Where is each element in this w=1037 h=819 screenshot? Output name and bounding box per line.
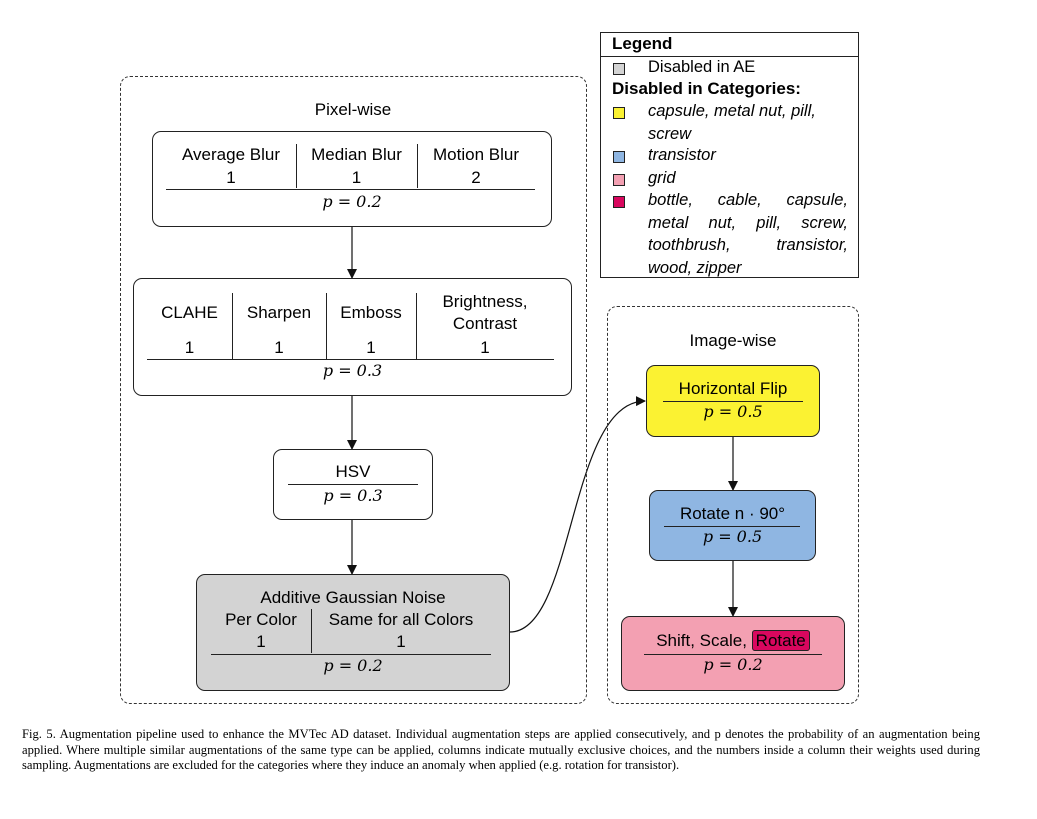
horizontal-flip-box: Horizontal Flip p = 0.5: [646, 365, 820, 437]
legend-divider: [601, 56, 858, 57]
rotate-label: Rotate n · 90°: [679, 504, 786, 523]
motion-blur-label: Motion Blur: [433, 145, 519, 164]
average-blur-weight: 1: [226, 168, 236, 187]
column-divider: [232, 293, 233, 359]
shift-scale-label: Shift, Scale,: [656, 631, 747, 650]
column-divider: [296, 144, 297, 188]
probability-rule: [663, 401, 803, 402]
contrast-label: Contrast: [452, 314, 518, 333]
rotate-probability: p = 0.5: [702, 527, 763, 546]
image-wise-group: [607, 306, 859, 704]
probability-rule: [166, 189, 535, 190]
swatch-magenta: [613, 196, 625, 208]
image-wise-title: Image-wise: [689, 331, 777, 350]
shift-probability: p = 0.2: [703, 655, 763, 674]
legend-yellow-categories: capsule, metal nut, pill, screw: [648, 102, 816, 143]
column-divider: [326, 293, 327, 359]
shift-scale-rotate-box: Shift, Scale, Rotate p = 0.2: [621, 616, 845, 691]
rotate-box: Rotate n · 90° p = 0.5: [649, 490, 816, 561]
probability-rule: [147, 359, 554, 360]
legend-pink-categories: grid: [648, 169, 676, 187]
legend-categories-title: Disabled in Categories:: [612, 79, 801, 98]
legend-title: Legend: [612, 34, 673, 53]
swatch-pink: [613, 174, 625, 186]
figure-caption: Fig. 5. Augmentation pipeline used to en…: [22, 727, 980, 772]
same-all-colors-weight: 1: [396, 632, 406, 651]
probability-rule: [664, 526, 800, 527]
gaussian-noise-box: Additive Gaussian Noise Per Color 1 Same…: [196, 574, 510, 691]
clahe-weight: 1: [184, 338, 195, 357]
noise-probability: p = 0.2: [323, 656, 383, 675]
motion-blur-weight: 2: [471, 168, 481, 187]
hflip-probability: p = 0.5: [703, 402, 763, 421]
arrow-noise-to-hflip: [509, 396, 646, 633]
per-color-weight: 1: [256, 632, 266, 651]
legend-disabled-ae: Disabled in AE: [648, 58, 756, 76]
emboss-weight: 1: [366, 338, 376, 357]
pixel-wise-group: [120, 76, 587, 704]
probability-rule: [288, 484, 418, 485]
median-blur-weight: 1: [351, 168, 362, 187]
hsv-probability: p = 0.3: [323, 486, 383, 505]
swatch-disabled-ae: [613, 63, 625, 75]
same-all-colors-label: Same for all Colors: [328, 610, 474, 629]
probability-rule: [211, 654, 491, 655]
sharpen-label: Sharpen: [246, 303, 312, 322]
shift-scale-line: Shift, Scale, Rotate: [622, 630, 844, 652]
swatch-blue: [613, 151, 625, 163]
rotate-tag: Rotate: [751, 630, 810, 651]
hsv-box: HSV p = 0.3: [273, 449, 433, 520]
average-blur-label: Average Blur: [182, 145, 280, 164]
pixel-wise-title: Pixel-wise: [314, 100, 392, 119]
gaussian-noise-title: Additive Gaussian Noise: [260, 588, 446, 607]
clahe-label: CLAHE: [161, 303, 218, 322]
sharpen-weight: 1: [274, 338, 284, 357]
column-divider: [417, 144, 418, 188]
column-divider: [311, 609, 312, 653]
hsv-label: HSV: [335, 462, 371, 481]
legend-blue-categories: transistor: [648, 146, 716, 164]
horizontal-flip-label: Horizontal Flip: [678, 379, 788, 398]
per-color-label: Per Color: [225, 610, 297, 629]
probability-rule: [644, 654, 822, 655]
legend-box: Legend Disabled in AE Disabled in Catego…: [600, 32, 859, 278]
brightness-label: Brightness,: [442, 292, 528, 311]
emboss-label: Emboss: [340, 303, 402, 322]
enhance-box: CLAHE 1 Sharpen 1 Emboss 1 Brightness, C…: [133, 278, 572, 396]
median-blur-label: Median Blur: [311, 145, 402, 164]
swatch-yellow: [613, 107, 625, 119]
enhance-probability: p = 0.3: [322, 361, 383, 380]
blur-box: Average Blur 1 Median Blur 1 Motion Blur…: [152, 131, 552, 227]
legend-magenta-categories: bottle, cable, capsule, metal nut, pill,…: [648, 191, 848, 277]
brightness-contrast-weight: 1: [480, 338, 490, 357]
blur-probability: p = 0.2: [322, 192, 382, 211]
column-divider: [416, 293, 417, 359]
